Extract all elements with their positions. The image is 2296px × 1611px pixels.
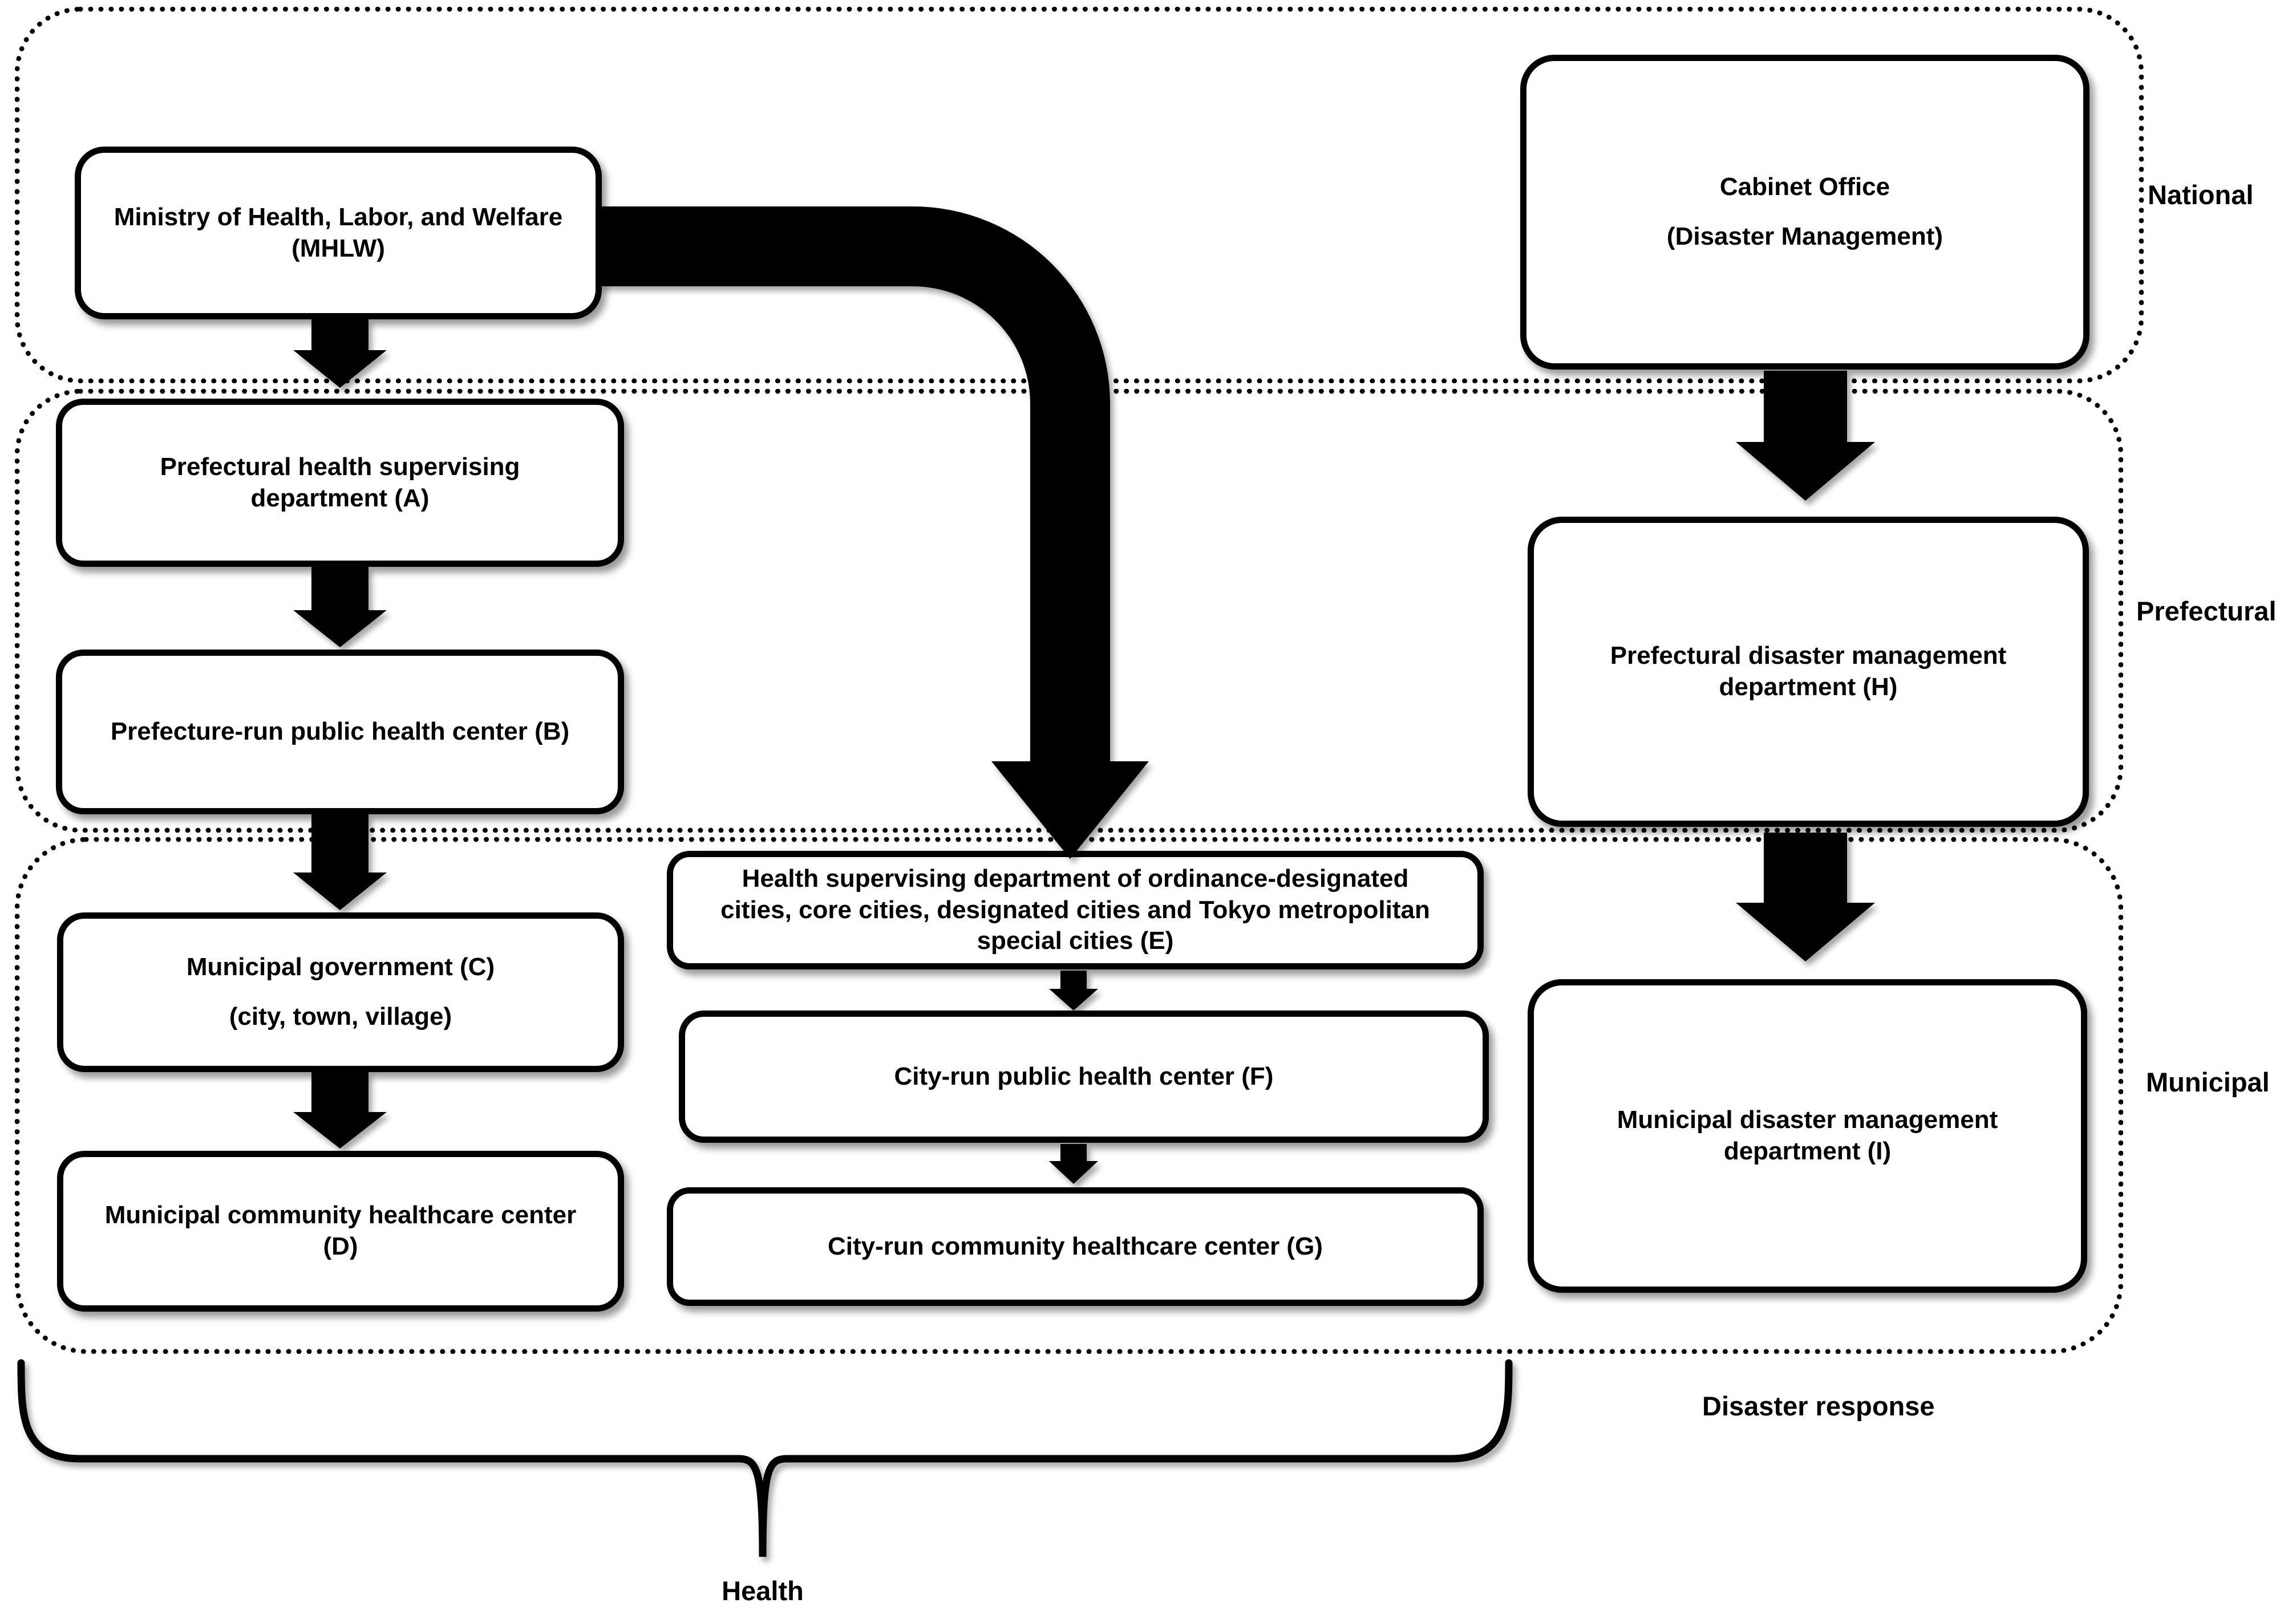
band-label-national: National <box>2148 180 2254 210</box>
box-i-line: Municipal disaster management <box>1617 1106 1998 1134</box>
box-mhlw-line: (MHLW) <box>291 234 385 262</box>
disaster-response-label: Disaster response <box>1702 1391 1935 1421</box>
box-mhlw: Ministry of Health, Labor, and Welfare (… <box>75 147 602 319</box>
box-d-line: (D) <box>323 1232 358 1260</box>
box-h-line: Prefectural disaster management <box>1610 642 2007 670</box>
box-c-line: Municipal government (C) <box>186 953 495 981</box>
box-prefectural-disaster-dept-h: Prefectural disaster management departme… <box>1528 517 2089 827</box>
health-brace <box>17 1359 1513 1557</box>
box-d-line: Municipal community healthcare center <box>104 1201 577 1229</box>
band-label-prefectural: Prefectural <box>2136 596 2277 626</box>
box-mhlw-line: Ministry of Health, Labor, and Welfare <box>114 202 563 231</box>
box-e-line: special cities (E) <box>977 927 1174 955</box>
box-a-line: Prefectural health supervising <box>160 452 520 481</box>
box-h-line: department (H) <box>1719 673 1898 701</box>
box-city-healthcare-center-g: City-run community healthcare center (G) <box>667 1187 1484 1306</box>
box-cabinet-line: Cabinet Office <box>1719 173 1890 201</box>
band-label-municipal: Municipal <box>2146 1067 2270 1097</box>
box-municipal-government-c: Municipal government (C) (city, town, vi… <box>57 912 624 1072</box>
health-group-label: Health <box>722 1576 804 1606</box>
box-prefectural-health-dept-a: Prefectural health supervising departmen… <box>56 399 624 567</box>
box-prefecture-health-center-b: Prefecture-run public health center (B) <box>56 650 624 814</box>
box-cabinet-office: Cabinet Office (Disaster Management) <box>1520 55 2090 370</box>
box-city-health-dept-e: Health supervising department of ordinan… <box>667 851 1484 969</box>
box-a-line: department (A) <box>250 484 430 512</box>
box-e-line: Health supervising department of ordinan… <box>742 865 1409 893</box>
box-c-line: (city, town, village) <box>229 1003 452 1030</box>
box-e-line: cities, core cities, designated cities a… <box>720 895 1430 924</box>
box-cabinet-line: (Disaster Management) <box>1666 222 1943 250</box>
box-f-line: City-run public health center (F) <box>894 1062 1274 1090</box>
box-municipal-disaster-dept-i: Municipal disaster management department… <box>1528 979 2087 1293</box>
box-b-line: Prefecture-run public health center (B) <box>110 717 570 746</box>
box-g-line: City-run community healthcare center (G) <box>828 1232 1323 1260</box>
box-i-line: department (I) <box>1723 1137 1892 1165</box>
box-municipal-healthcare-center-d: Municipal community healthcare center (D… <box>57 1151 624 1312</box>
box-city-health-center-f: City-run public health center (F) <box>679 1011 1489 1143</box>
